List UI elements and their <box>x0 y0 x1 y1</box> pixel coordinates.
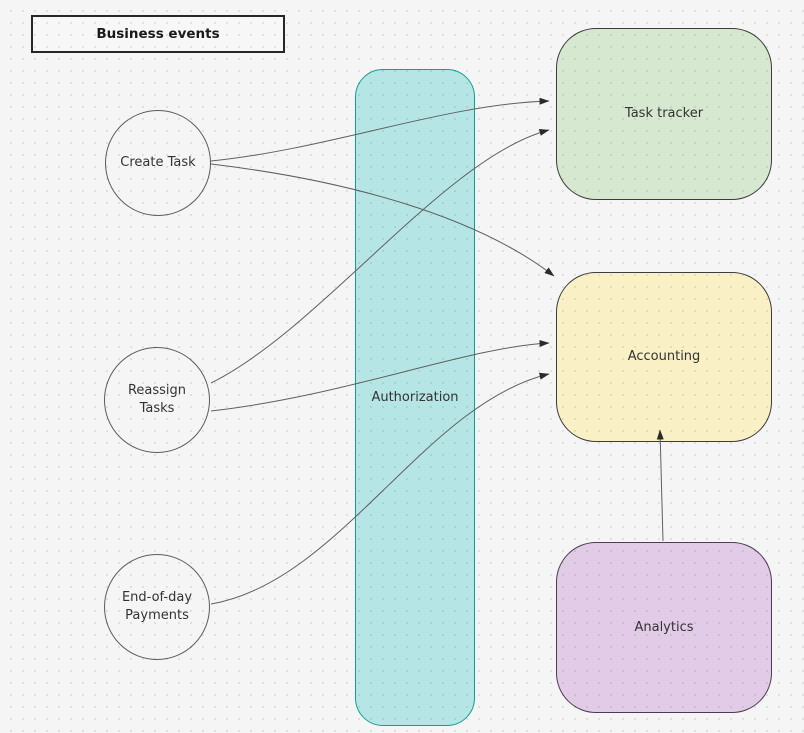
edge-end-of-day-payments-to-accounting[interactable] <box>210 372 550 605</box>
edge-create-task-to-task-tracker[interactable] <box>210 97 550 162</box>
event-node-reassign-tasks-label: Reassign Tasks <box>127 383 187 416</box>
event-node-end-of-day-payments-label: End-of-day Payments <box>121 590 193 623</box>
system-node-task-tracker[interactable]: Task tracker <box>556 28 772 200</box>
system-node-task-tracker-label: Task tracker <box>624 106 704 122</box>
edge-reassign-tasks-to-task-tracker[interactable] <box>210 129 550 384</box>
event-node-create-task[interactable]: Create Task <box>105 110 211 216</box>
title-box[interactable]: Business events <box>31 15 285 53</box>
title-box-label: Business events <box>96 25 220 42</box>
edge-reassign-tasks-to-accounting[interactable] <box>210 339 550 412</box>
system-node-accounting-label: Accounting <box>627 349 701 365</box>
edge-create-task-to-accounting[interactable] <box>210 163 555 277</box>
event-node-end-of-day-payments[interactable]: End-of-day Payments <box>104 554 210 660</box>
event-node-create-task-label: Create Task <box>120 155 196 171</box>
authorization-gateway-node[interactable]: Authorization <box>355 69 475 726</box>
system-node-accounting[interactable]: Accounting <box>556 272 772 442</box>
event-node-reassign-tasks[interactable]: Reassign Tasks <box>104 347 210 453</box>
authorization-gateway-label: Authorization <box>371 389 459 405</box>
system-node-analytics[interactable]: Analytics <box>556 542 772 713</box>
edge-analytics-to-accounting[interactable] <box>656 429 664 542</box>
system-node-analytics-label: Analytics <box>634 619 694 635</box>
